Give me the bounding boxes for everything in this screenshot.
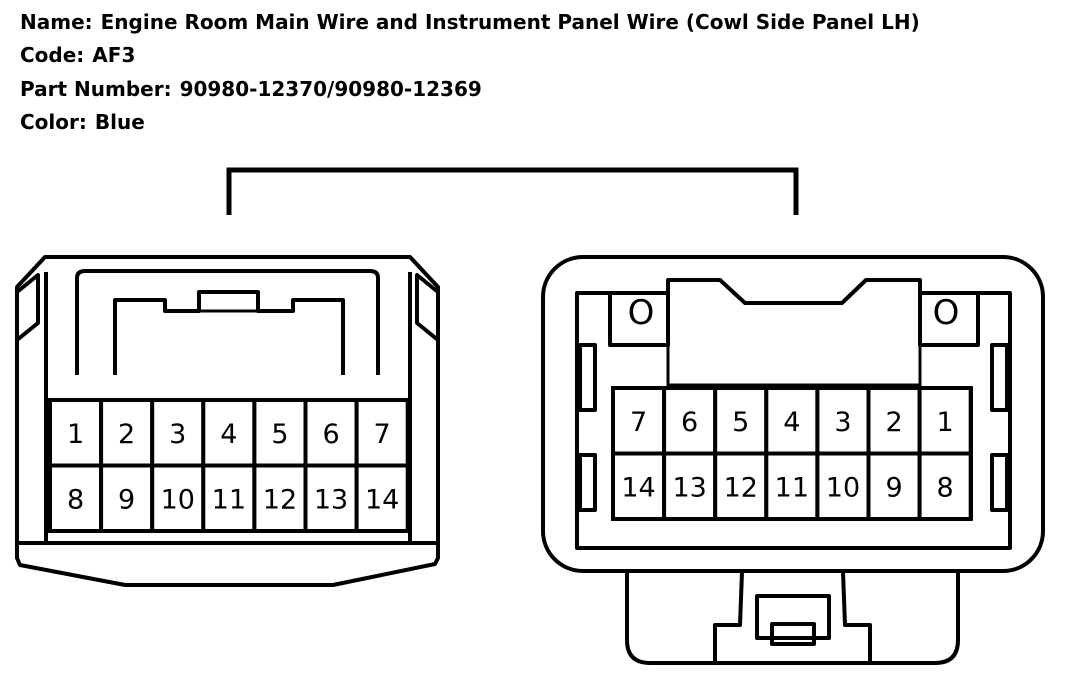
code-line: Code: AF3 (20, 44, 135, 66)
left-connector-pin-label-3: 3 (169, 419, 186, 450)
code-label: Code: (20, 43, 85, 67)
right-connector-side-slot-r1 (990, 343, 1009, 412)
left-connector-pin-label-5: 5 (271, 419, 288, 450)
right-connector-lock-mark-left: O (628, 293, 655, 333)
right-connector-pin-label-9: 9 (885, 472, 902, 503)
left-connector-pin-label-13: 13 (314, 484, 348, 515)
right-connector-cells: 7 6 5 4 3 2 1 14 13 12 11 10 9 8 (611, 386, 973, 521)
left-connector-pin-label-14: 14 (365, 484, 399, 515)
right-connector-pin-label-5: 5 (732, 407, 749, 438)
right-connector-pin-label-2: 2 (885, 407, 902, 438)
right-connector-side-slot-r2 (990, 453, 1009, 512)
right-connector-cavity-10 (815, 451, 871, 521)
right-connector-pin-label-6: 6 (681, 407, 698, 438)
left-connector-cavity-9 (99, 463, 155, 533)
left-connector-latch-inner (113, 290, 345, 375)
right-connector-bottom-tab (755, 594, 831, 640)
part-number-value: 90980-12370/90980-12369 (179, 77, 482, 101)
left-connector-pin-label-11: 11 (212, 484, 246, 515)
left-connector-pin-label-7: 7 (374, 419, 391, 450)
left-connector-cavity-14 (354, 463, 410, 533)
name-value: Engine Room Main Wire and Instrument Pan… (100, 10, 920, 34)
right-connector-bottom-lock-inner-r (841, 571, 872, 663)
right-connector-pin-label-10: 10 (826, 472, 860, 503)
color-label: Color: (20, 110, 87, 134)
right-connector-pin-label-4: 4 (783, 407, 800, 438)
right-connector-pin-label-3: 3 (834, 407, 851, 438)
left-connector-pin-label-10: 10 (161, 484, 195, 515)
code-value: AF3 (92, 43, 136, 67)
right-connector-lock-right (918, 293, 980, 347)
right-connector-cavity-11 (764, 451, 820, 521)
left-connector-cavity-12 (252, 463, 308, 533)
left-connector-pin-label-9: 9 (118, 484, 135, 515)
right-connector-bottom-lock-inner (713, 571, 744, 663)
right-connector-pin-label-12: 12 (724, 472, 758, 503)
right-connector-cavity-12 (713, 451, 769, 521)
left-connector-pin-label-4: 4 (220, 419, 237, 450)
left-connector-housing (15, 255, 440, 587)
left-connector-pin-label-12: 12 (263, 484, 297, 515)
left-connector-side-notch-r (415, 273, 440, 342)
left-connector-pin-label-8: 8 (67, 484, 84, 515)
left-connector-pin-label-2: 2 (118, 419, 135, 450)
right-connector-lock-left (608, 293, 670, 347)
right-connector-inner-frame (575, 278, 1012, 550)
right-connector-lock-top (666, 345, 922, 387)
right-connector-side-slot-l1 (578, 343, 597, 412)
right-connector-cavity-3 (815, 386, 871, 456)
part-number-line: Part Number: 90980-12370/90980-12369 (20, 78, 482, 100)
right-connector-bottom-tab-inner (770, 622, 816, 646)
right-connector-pin-label-7: 7 (630, 407, 647, 438)
left-connector-latch-frame (75, 269, 380, 375)
right-connector-lock-mark-right: O (933, 293, 960, 333)
left-connector-pin-label-6: 6 (322, 419, 339, 450)
right-connector-pin-label-8: 8 (937, 472, 954, 503)
right-connector-pin-label-1: 1 (937, 407, 954, 438)
left-connector-cavity-11 (201, 463, 257, 533)
part-number-label: Part Number: (20, 77, 172, 101)
right-connector-side-slot-l2 (578, 453, 597, 512)
right-connector-cavity-8 (917, 451, 973, 521)
name-line: Name: Engine Room Main Wire and Instrumen… (20, 11, 920, 33)
right-connector-bottom-lock (625, 571, 960, 665)
connector-pair-bracket (226, 167, 799, 215)
left-connector-cavity-1 (48, 398, 104, 468)
right-connector-pin-label-11: 11 (775, 472, 809, 503)
left-connector-pin-label-1: 1 (67, 419, 84, 450)
right-connector-pin-label-13: 13 (672, 472, 706, 503)
color-line: Color: Blue (20, 111, 145, 133)
right-connector-housing (541, 255, 1045, 573)
color-value: Blue (94, 110, 145, 134)
right-connector-cavity-1 (917, 386, 973, 456)
right-connector-pin-label-14: 14 (621, 472, 655, 503)
left-connector-side-notch-l (15, 273, 40, 342)
name-label: Name: (20, 10, 93, 34)
